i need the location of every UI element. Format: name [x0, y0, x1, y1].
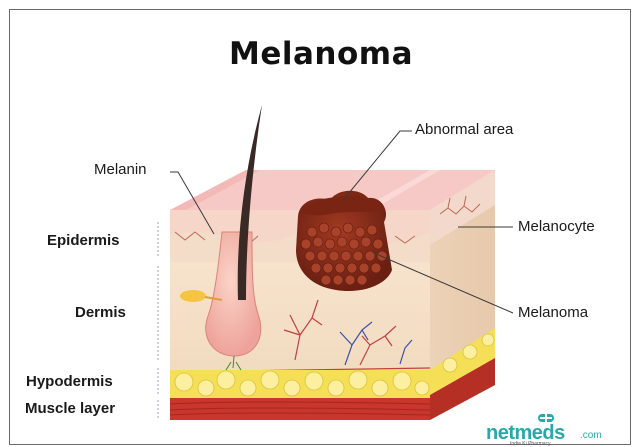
melanoma-tumor	[296, 191, 392, 291]
dermis-label: Dermis	[75, 304, 126, 321]
hypodermis-label: Hypodermis	[26, 373, 113, 390]
logo-suffix: .com	[580, 430, 602, 441]
netmeds-logo: netmeds .com India Ki Pharmacy	[478, 411, 618, 447]
muscle-layer	[170, 398, 430, 420]
sebaceous-gland	[180, 290, 206, 302]
epidermis-label: Epidermis	[47, 232, 120, 249]
melanin-label: Melanin	[94, 161, 147, 178]
melanoma-label: Melanoma	[518, 304, 588, 321]
logo-tagline: India Ki Pharmacy	[510, 441, 551, 447]
melanocyte-label: Melanocyte	[518, 218, 595, 235]
muscle-layer-label: Muscle layer	[25, 400, 115, 417]
abnormal-area-label: Abnormal area	[415, 121, 513, 138]
